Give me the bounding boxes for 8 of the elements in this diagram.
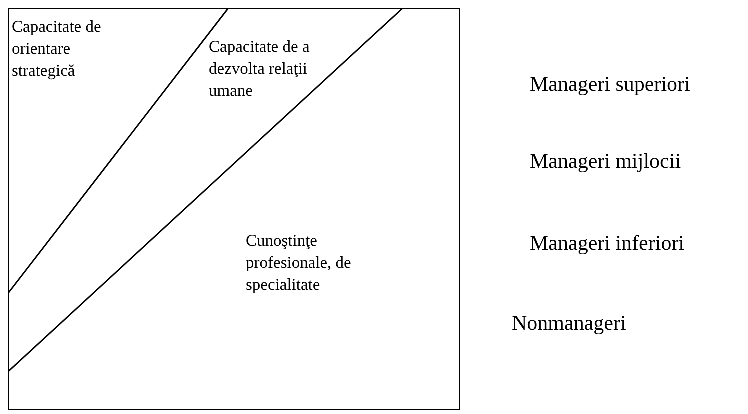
region-label: Capacitate de a dezvolta relaţii umane bbox=[209, 36, 311, 102]
region-label: Cunoştinţe profesionale, de specialitate bbox=[246, 230, 352, 296]
level-label: Nonmanageri bbox=[512, 311, 626, 336]
level-label: Manageri superiori bbox=[530, 72, 690, 97]
region-label: Capacitate de orientare strategică bbox=[12, 16, 102, 82]
level-label: Manageri inferiori bbox=[530, 231, 685, 256]
level-label: Manageri mijlocii bbox=[530, 149, 682, 174]
pyramid-box bbox=[8, 8, 460, 410]
